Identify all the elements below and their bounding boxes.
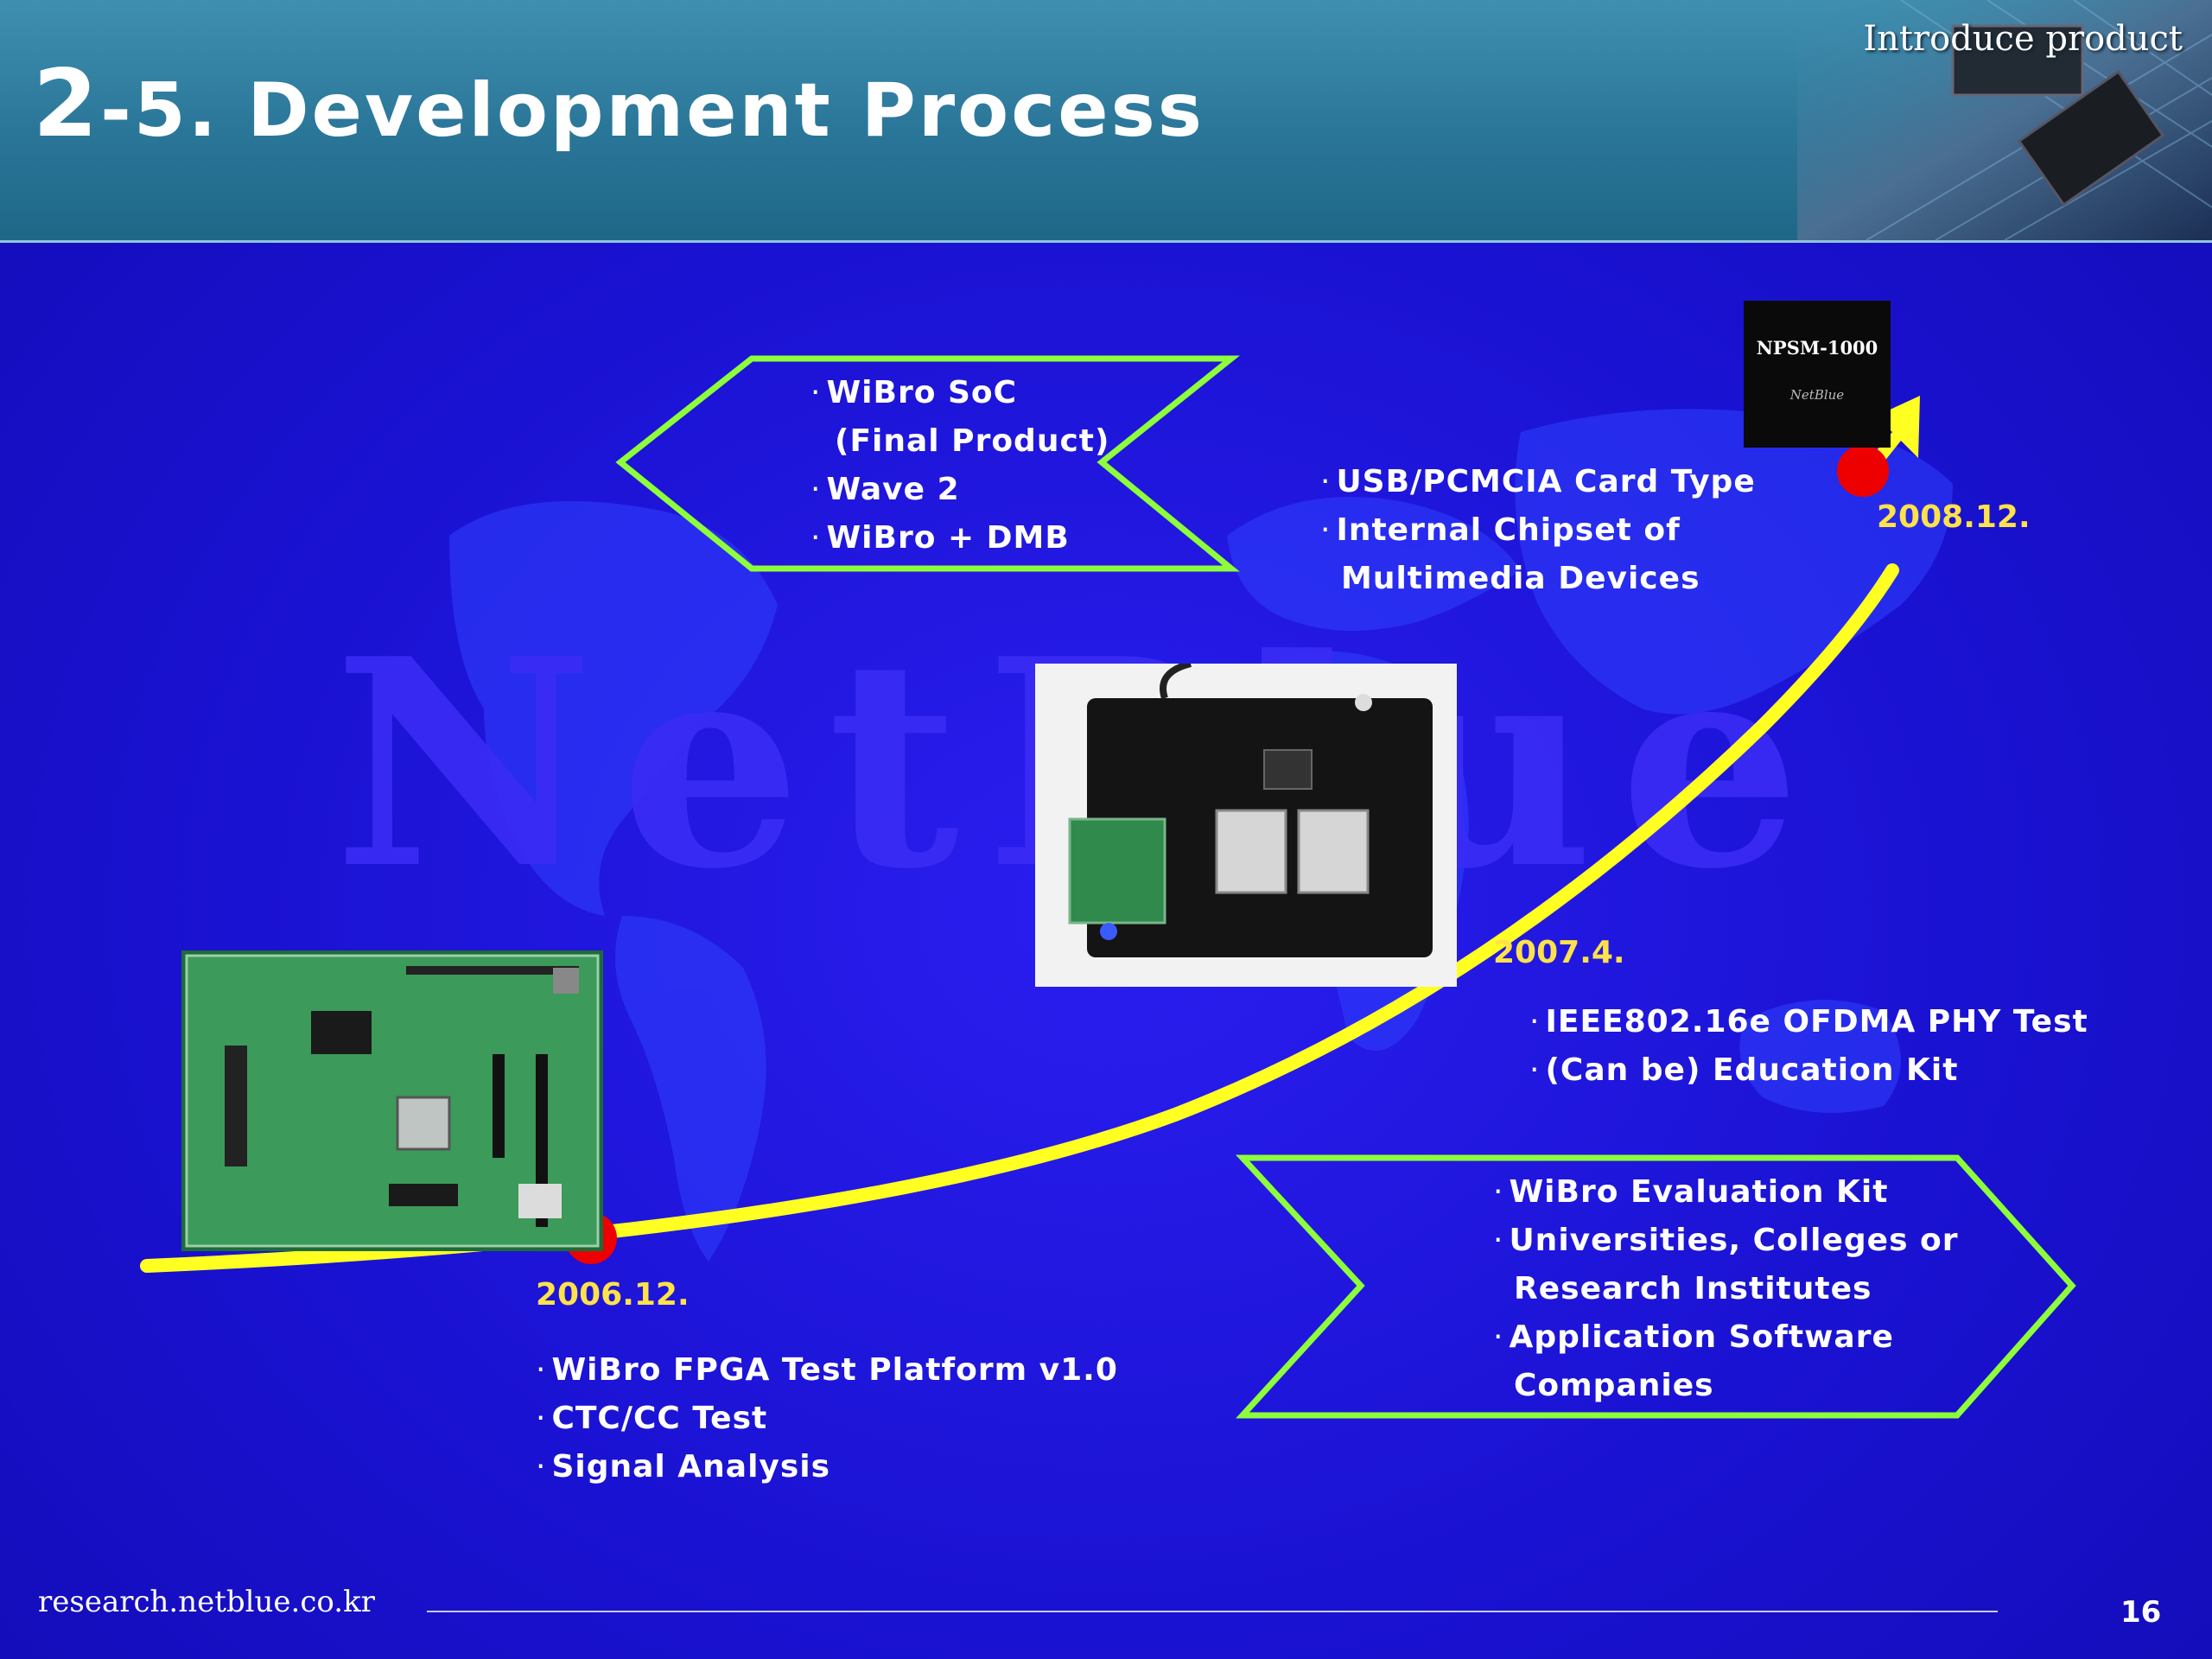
marker-2008 — [1837, 445, 1889, 497]
date-2006: 2006.12. — [536, 1277, 690, 1313]
bottom-right-chevron-box — [1235, 1154, 2076, 1419]
milestone-2007-text: ·IEEE802.16e OFDMA PHY Test ·(Can be) Ed… — [1529, 998, 2088, 1095]
list-item: ·Universities, Colleges or — [1493, 1223, 1959, 1258]
npsm-chip-photo: NPSM-1000 NetBlue — [1744, 301, 1891, 448]
list-item: ·(Can be) Education Kit — [1529, 1052, 1959, 1088]
list-item: ·WiBro FPGA Test Platform v1.0 — [536, 1352, 1118, 1388]
top-left-box-text: ·WiBro SoC (Final Product) ·Wave 2 ·WiBr… — [810, 369, 1109, 563]
milestone-2008-text: ·USB/PCMCIA Card Type ·Internal Chipset … — [1320, 458, 1756, 603]
footer-divider — [427, 1611, 1998, 1612]
chip-brand: NetBlue — [1789, 387, 1845, 403]
date-2007: 2007.4. — [1493, 935, 1625, 970]
list-item: ·Internal Chipset of — [1320, 512, 1681, 548]
list-item: ·USB/PCMCIA Card Type — [1320, 464, 1756, 499]
list-item: ·WiBro + DMB — [810, 520, 1070, 556]
section-subtitle: Introduce product — [1863, 19, 2183, 59]
title-text: -5. Development Process — [100, 67, 1205, 154]
chip-label: NPSM-1000 — [1756, 337, 1878, 359]
list-item: Research Institutes — [1514, 1271, 1872, 1306]
evaluation-board-photo — [1035, 664, 1457, 987]
date-2008: 2008.12. — [1877, 499, 2031, 535]
list-item: (Final Product) — [835, 423, 1110, 459]
list-item: ·Signal Analysis — [536, 1449, 831, 1484]
milestone-2006-text: ·WiBro FPGA Test Platform v1.0 ·CTC/CC T… — [536, 1346, 1118, 1491]
list-item: Companies — [1514, 1368, 1714, 1403]
header-chip-graphic — [1797, 0, 2212, 240]
fpga-board-photo — [181, 950, 603, 1251]
list-item: ·Wave 2 — [810, 472, 960, 507]
growth-curve — [140, 563, 1899, 1273]
page-title: 2-5. Development Process — [33, 50, 1205, 158]
list-item: ·Application Software — [1493, 1319, 1894, 1355]
bottom-right-box-text: ·WiBro Evaluation Kit ·Universities, Col… — [1493, 1168, 1959, 1410]
list-item: ·CTC/CC Test — [536, 1401, 768, 1436]
header-bar: 2-5. Development Process Introduce produ… — [0, 0, 2212, 243]
title-number: 2 — [33, 50, 101, 158]
list-item: ·WiBro SoC — [810, 375, 1018, 410]
top-left-chevron-box — [615, 355, 1240, 572]
footer-url: research.netblue.co.kr — [38, 1585, 375, 1619]
list-item: Multimedia Devices — [1341, 561, 1700, 596]
list-item: ·IEEE802.16e OFDMA PHY Test — [1529, 1004, 2088, 1039]
page-number: 16 — [2120, 1595, 2162, 1630]
list-item: ·WiBro Evaluation Kit — [1493, 1174, 1889, 1210]
